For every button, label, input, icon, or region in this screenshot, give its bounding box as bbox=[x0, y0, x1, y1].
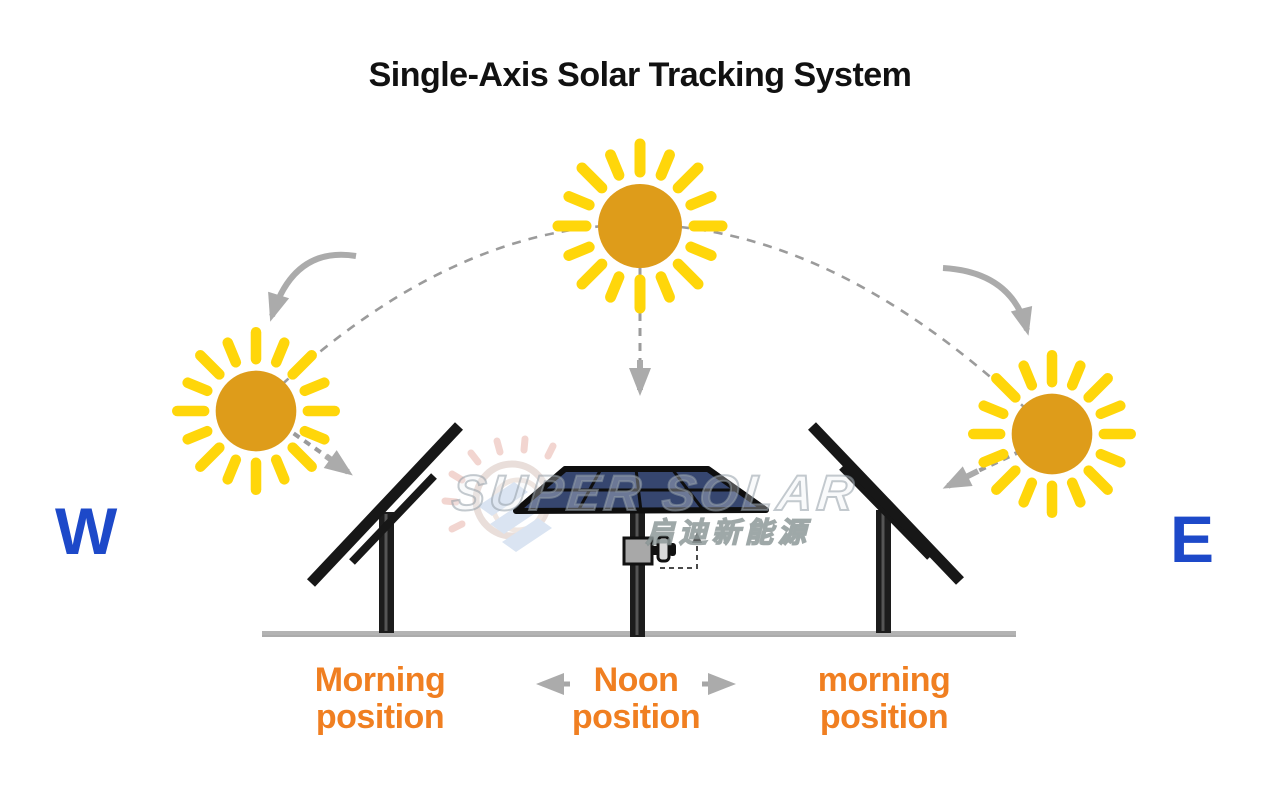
compass-east-label: E bbox=[1170, 502, 1215, 576]
label-line: position bbox=[315, 698, 445, 736]
west-ray-arrow-icon bbox=[323, 450, 353, 476]
solar-panel-east bbox=[808, 422, 964, 633]
label-morning-position-west: Morning position bbox=[295, 662, 465, 736]
label-line: Morning bbox=[314, 661, 446, 699]
curved-motion-arrow-west bbox=[268, 251, 357, 322]
label-line: position bbox=[819, 698, 949, 736]
compass-west-label: W bbox=[55, 494, 118, 568]
label-line: morning bbox=[817, 661, 951, 699]
sun-path-dashed-arc bbox=[244, 223, 1056, 438]
sun-icon-noon bbox=[558, 144, 722, 308]
solar-panel-noon-tracker bbox=[513, 466, 769, 637]
sun-icon-morning-east bbox=[973, 355, 1130, 512]
curved-motion-arrow-east bbox=[942, 265, 1033, 336]
motor-callout-dashed-arrow bbox=[660, 532, 702, 569]
sun-icon-morning-west bbox=[177, 332, 334, 489]
label-morning-position-east: morning position bbox=[799, 662, 969, 736]
solar-panel-west bbox=[306, 422, 464, 633]
label-noon-position: Noon position bbox=[551, 662, 721, 736]
west-ray-dashed bbox=[281, 424, 328, 458]
label-line: position bbox=[571, 698, 701, 736]
label-line: Noon bbox=[593, 661, 679, 699]
east-ray-dashed bbox=[977, 449, 1022, 473]
page-title: Single-Axis Solar Tracking System bbox=[368, 56, 912, 94]
tracker-motor-icon bbox=[622, 535, 676, 566]
east-ray-arrow-icon bbox=[942, 466, 980, 489]
